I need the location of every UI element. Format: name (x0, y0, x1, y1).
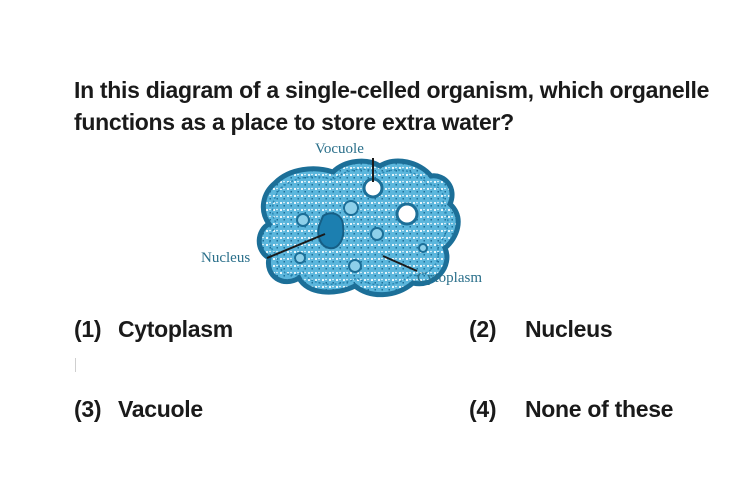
option-2-label: Nucleus (525, 316, 613, 342)
option-3[interactable]: (3) Vacuole (74, 396, 203, 423)
stray-mark (75, 358, 76, 372)
amoeba-illustration: Vocuole Nucleus Cytoplasm (201, 141, 482, 298)
vacuole-label: Vocuole (315, 141, 364, 157)
nucleus-pointer (266, 233, 326, 259)
option-2-number: (2) (469, 316, 497, 342)
nucleus-shape (317, 212, 345, 250)
cell-diagram: Vocuole Nucleus Cytoplasm (195, 138, 515, 303)
cytoplasm-pointer (382, 255, 418, 272)
vacuole-circle-2 (395, 202, 419, 226)
option-2[interactable]: (2) Nucleus (469, 316, 613, 343)
option-1-number: (1) (74, 316, 102, 342)
question-text: In this diagram of a single-celled organ… (74, 77, 710, 135)
option-1-label: Cytoplasm (118, 316, 233, 342)
option-1[interactable]: (1) Cytoplasm (74, 316, 233, 343)
cytoplasm-label: Cytoplasm (417, 270, 482, 286)
option-4[interactable]: (4) None of these (469, 396, 673, 423)
nucleus-label: Nucleus (201, 250, 250, 266)
option-4-number: (4) (469, 396, 497, 422)
option-3-number: (3) (74, 396, 102, 422)
option-3-label: Vacuole (118, 396, 203, 422)
option-4-label: None of these (525, 396, 674, 422)
